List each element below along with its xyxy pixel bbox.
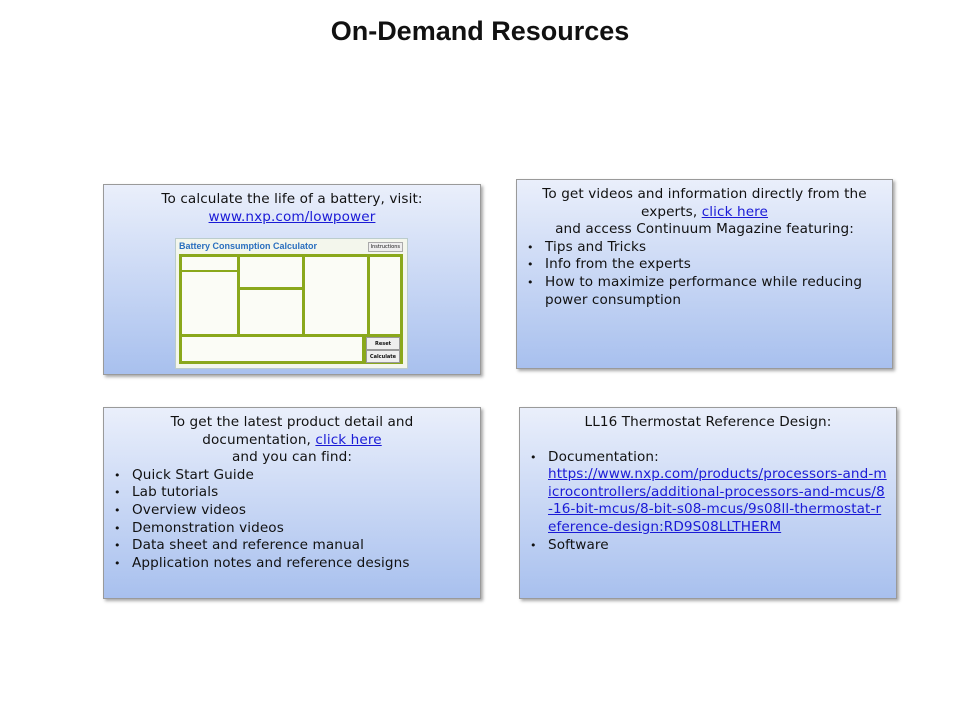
battery-calculator-image: Battery Consumption Calculator Instructi…	[175, 238, 408, 369]
product-text: To get the latest product detail and doc…	[170, 414, 414, 448]
list-item: Demonstration videos	[114, 520, 472, 538]
thermostat-box: LL16 Thermostat Reference Design: Docume…	[519, 407, 897, 599]
videos-box: To get videos and information directly f…	[516, 179, 893, 369]
list-item: Quick Start Guide	[114, 467, 472, 485]
page-title: On-Demand Resources	[330, 16, 630, 46]
list-item: Overview videos	[114, 502, 472, 520]
calculator-heading: Battery Consumption Calculator	[179, 241, 318, 251]
documentation-link[interactable]: https://www.nxp.com/products/processors-…	[548, 466, 887, 535]
instructions-button: Instructions	[367, 242, 403, 252]
thermostat-heading: LL16 Thermostat Reference Design:	[584, 414, 832, 430]
list-item: Tips and Tricks	[527, 239, 884, 257]
calculate-icon: Calculate	[366, 350, 400, 363]
documentation-label: Documentation:	[548, 448, 659, 465]
list-item: Lab tutorials	[114, 484, 472, 502]
list-item: How to maximize performance while reduci…	[527, 274, 884, 309]
lowpower-link[interactable]: www.nxp.com/lowpower	[208, 208, 376, 225]
reset-icon: Reset	[366, 337, 400, 350]
list-item: Application notes and reference designs	[114, 555, 472, 573]
videos-text-after: and access Continuum Magazine featuring:	[555, 221, 854, 238]
battery-text: To calculate the life of a battery, visi…	[161, 191, 423, 207]
product-box: To get the latest product detail and doc…	[103, 407, 481, 599]
product-text-after: and you can find:	[231, 449, 353, 466]
list-item: Data sheet and reference manual	[114, 537, 472, 555]
product-click-here-link[interactable]: click here	[315, 431, 382, 448]
list-item: Info from the experts	[527, 256, 884, 274]
list-item: Software	[530, 537, 888, 555]
videos-text: To get videos and information directly f…	[542, 186, 867, 220]
videos-click-here-link[interactable]: click here	[701, 203, 769, 220]
